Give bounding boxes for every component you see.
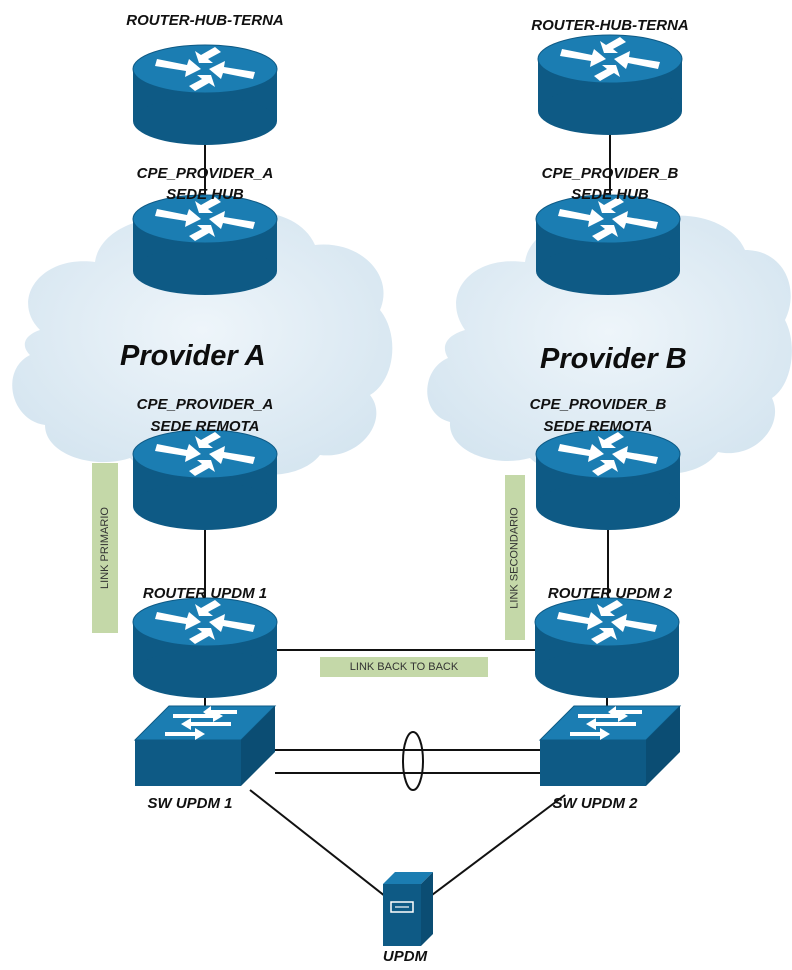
link-sw2-updm	[431, 794, 566, 896]
label-router-updm-1: ROUTER UPDM 1	[142, 585, 268, 602]
label-cpe-a-remote-line1: CPE_PROVIDER_A	[136, 396, 274, 413]
router-hub-terna-b-icon	[537, 34, 683, 136]
tag-link-secondario: LINK SECONDARIO	[505, 475, 525, 640]
router-hub-terna-a-icon	[132, 44, 278, 146]
provider-b-cloud	[427, 215, 792, 475]
cpe-provider-b-hub-icon	[535, 194, 681, 296]
label-router-hub-terna-a: ROUTER-HUB-TERNA	[126, 12, 284, 29]
label-cpe-b-remote-line2: SEDE REMOTA	[543, 418, 653, 435]
label-updm: UPDM	[382, 948, 428, 965]
tag-link-back-to-back: LINK BACK TO BACK	[320, 657, 488, 677]
tag-link-primario: LINK PRIMARIO	[92, 463, 118, 633]
label-provider-b: Provider B	[540, 343, 687, 375]
router-updm-2-icon	[534, 597, 680, 699]
label-router-updm-2: ROUTER UPDM 2	[547, 585, 673, 602]
label-cpe-a-hub-line2: SEDE HUB	[166, 186, 244, 203]
label-cpe-b-hub-line1: CPE_PROVIDER_B	[541, 165, 679, 182]
label-provider-a: Provider A	[120, 340, 266, 372]
router-updm-1-icon	[132, 597, 278, 699]
sw-updm-2-icon	[539, 705, 681, 787]
cpe-provider-b-remote-icon	[535, 429, 681, 531]
link-sw1-updm	[249, 789, 391, 901]
label-sw-updm-2: SW UPDM 2	[552, 795, 638, 812]
tag-link-secondario-text: LINK SECONDARIO	[509, 506, 521, 609]
label-router-hub-terna-b: ROUTER-HUB-TERNA	[531, 17, 689, 34]
label-cpe-b-hub-line2: SEDE HUB	[571, 186, 649, 203]
port-channel-ring	[402, 731, 424, 791]
tag-link-back-to-back-text: LINK BACK TO BACK	[349, 661, 459, 673]
updm-server-icon	[383, 872, 433, 946]
tag-link-primario-text: LINK PRIMARIO	[99, 507, 111, 589]
sw-updm-1-icon	[134, 705, 276, 787]
cpe-provider-a-hub-icon	[132, 194, 278, 296]
label-cpe-a-remote-line2: SEDE REMOTA	[150, 418, 260, 435]
provider-a-cloud	[12, 211, 393, 475]
label-cpe-b-remote-line1: CPE_PROVIDER_B	[529, 396, 667, 413]
cpe-provider-a-remote-icon	[132, 429, 278, 531]
label-cpe-a-hub-line1: CPE_PROVIDER_A	[136, 165, 274, 182]
label-sw-updm-1: SW UPDM 1	[147, 795, 233, 812]
